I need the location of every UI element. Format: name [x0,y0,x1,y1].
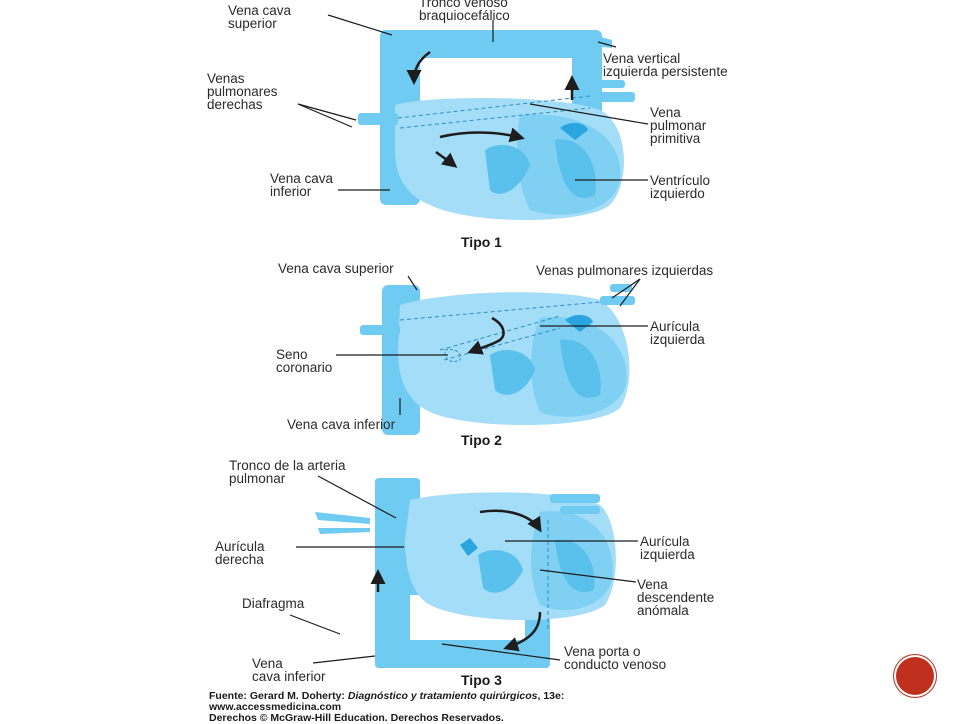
tipo3-leaders [289,475,638,664]
label-auricula-izquierda-2: Aurícula izquierda [650,319,705,347]
tipo2-heart [360,284,635,435]
label-tronco-arteria-pulmonar: Tronco de la arteria pulmonar [229,458,346,486]
source-credit: Fuente: Gerard M. Doherty: Diagnóstico y… [209,691,564,724]
label-vena-vertical: Vena vertical izquierda persistente [603,51,728,79]
label-venas-pulmonares-izquierdas: Venas pulmonares izquierdas [536,263,714,278]
circle-nav-icon[interactable] [896,657,934,695]
tipo1-leaders [297,14,649,191]
label-vena-pulmonar-primitiva: Vena pulmonar primitiva [650,105,707,146]
label-vena-descendente: Vena descendente anómala [637,577,715,618]
label-vena-cava-superior-1: Vena cava superior [228,3,292,31]
tipo2-leaders [336,275,648,415]
label-auricula-izquierda-3: Aurícula izquierda [640,534,695,562]
tipo3-heart [315,478,616,668]
label-vena-cava-superior-2: Vena cava superior [278,261,394,276]
credit-suffix: , 13e: [537,690,565,702]
label-seno-coronario: Seno coronario [276,347,333,375]
label-vena-cava-inferior-3: Vena cava inferior [252,656,326,684]
label-tronco-venoso: Tronco venoso braquiocefálico [419,0,510,23]
label-vena-cava-inferior-2: Vena cava inferior [287,417,396,432]
title-tipo3: Tipo 3 [461,672,502,688]
label-vena-porta: Vena porta o conducto venoso [564,644,667,672]
tipo1-heart [358,30,635,220]
credit-url: www.accessmedicina.com [209,701,342,713]
label-vena-cava-inferior-1: Vena cava inferior [270,171,334,199]
title-tipo2: Tipo 2 [461,432,502,448]
label-diafragma: Diafragma [242,596,305,611]
label-ventriculo-izquierdo: Ventrículo izquierdo [650,173,711,201]
credit-prefix: Fuente: Gerard M. Doherty: [209,690,348,702]
label-venas-pulmonares-derechas: Venas pulmonares derechas [207,71,278,112]
title-tipo1: Tipo 1 [461,234,502,250]
credit-rights: Derechos © McGraw-Hill Education. Derech… [209,712,504,724]
label-auricula-derecha: Aurícula derecha [215,539,265,567]
credit-book: Diagnóstico y tratamiento quirúrgicos [347,690,538,702]
